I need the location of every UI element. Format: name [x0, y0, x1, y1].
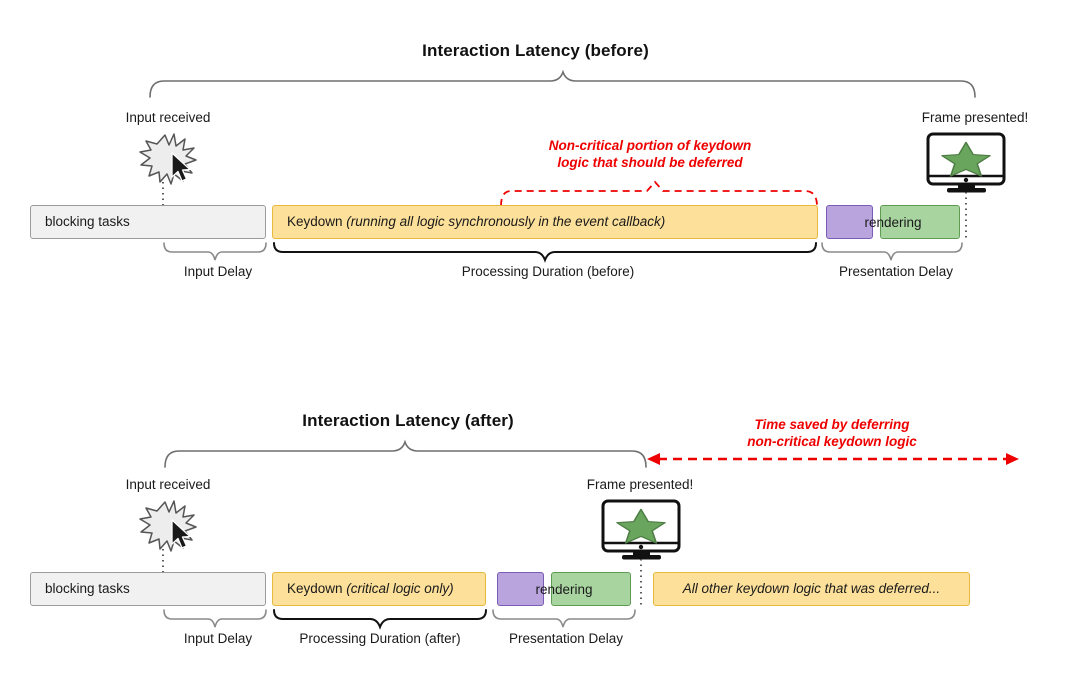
before-phase-label-presentation-delay: Presentation Delay — [838, 264, 954, 279]
arrow-head-left — [647, 453, 660, 465]
after-bar-blocking-tasks[interactable]: blocking tasks — [30, 572, 266, 606]
after-bar-deferred-work-label: All other keydown logic that was deferre… — [683, 582, 940, 596]
after-bar-keydown-label-detail: (critical logic only) — [346, 581, 454, 597]
before-annotation-line2: logic that should be deferred — [557, 155, 743, 171]
before-bar-rendering-purple[interactable] — [826, 205, 873, 239]
before-annotation-bracket — [500, 180, 818, 207]
mouse-cursor-icon-after — [171, 519, 191, 549]
after-phase-label-presentation-delay: Presentation Delay — [508, 631, 624, 646]
before-phase-label-input-delay: Input Delay — [183, 264, 253, 279]
before-frame-presented-caption: Frame presented! — [921, 110, 1029, 125]
after-annotation-line1: Time saved by deferring — [754, 417, 910, 432]
after-brace-processing-duration — [273, 609, 487, 630]
before-section-title: Interaction Latency (before) — [422, 41, 649, 60]
after-annotation: Time saved by deferring non-critical key… — [672, 416, 992, 451]
after-brace-presentation-delay — [492, 609, 636, 628]
after-phase-label-input-delay: Input Delay — [183, 631, 253, 646]
after-bar-blocking-tasks-label: blocking tasks — [45, 581, 130, 597]
after-input-guide-line — [162, 549, 164, 585]
mouse-cursor-icon — [171, 152, 191, 182]
before-phase-label-processing-duration: Processing Duration (before) — [461, 264, 635, 279]
before-input-received-caption: Input received — [125, 110, 211, 125]
before-latency-brace — [149, 69, 976, 98]
after-bar-deferred-work-text: All other keydown logic that was deferre… — [682, 581, 941, 597]
after-brace-input-delay — [163, 609, 267, 628]
before-brace-input-delay — [163, 242, 267, 261]
after-phase-label-processing-duration: Processing Duration (after) — [299, 631, 461, 646]
before-bar-keydown-label: Keydown (running all logic synchronously… — [273, 215, 665, 229]
monitor-icon-after — [601, 499, 681, 560]
after-latency-brace — [164, 439, 647, 468]
after-bar-rendering-purple[interactable] — [497, 572, 544, 606]
after-input-received-caption: Input received — [125, 477, 211, 492]
after-bar-rendering-green[interactable] — [551, 572, 631, 606]
monitor-icon — [926, 132, 1006, 193]
before-bar-keydown-label-main: Keydown — [287, 214, 347, 230]
after-bar-keydown-label: Keydown (critical logic only) — [273, 582, 454, 596]
after-time-saved-arrow — [647, 453, 1019, 465]
star-icon-after — [616, 508, 666, 544]
before-bar-keydown-label-detail: (running all logic synchronously in the … — [346, 214, 666, 230]
before-bar-rendering-green[interactable] — [880, 205, 960, 239]
after-bar-deferred-work[interactable]: All other keydown logic that was deferre… — [653, 572, 970, 606]
before-annotation: Non-critical portion of keydown logic th… — [490, 137, 810, 172]
before-brace-processing-duration — [273, 242, 817, 263]
after-section-title: Interaction Latency (after) — [302, 411, 514, 430]
after-frame-guide-line — [640, 559, 642, 607]
after-annotation-line2: non-critical keydown logic — [747, 434, 917, 450]
before-bar-blocking-tasks-label: blocking tasks — [45, 214, 130, 230]
before-brace-presentation-delay — [821, 242, 963, 261]
before-bar-blocking-tasks[interactable]: blocking tasks — [30, 205, 266, 239]
before-annotation-line1: Non-critical portion of keydown — [548, 138, 752, 153]
after-bar-keydown[interactable]: Keydown (critical logic only) — [272, 572, 486, 606]
before-bar-keydown[interactable]: Keydown (running all logic synchronously… — [272, 205, 818, 239]
star-icon — [941, 141, 991, 177]
before-frame-guide-line — [965, 192, 967, 240]
arrow-head-right — [1006, 453, 1019, 465]
after-bar-keydown-label-main: Keydown — [287, 581, 347, 597]
after-frame-presented-caption: Frame presented! — [586, 477, 694, 492]
before-input-guide-line — [162, 182, 164, 218]
